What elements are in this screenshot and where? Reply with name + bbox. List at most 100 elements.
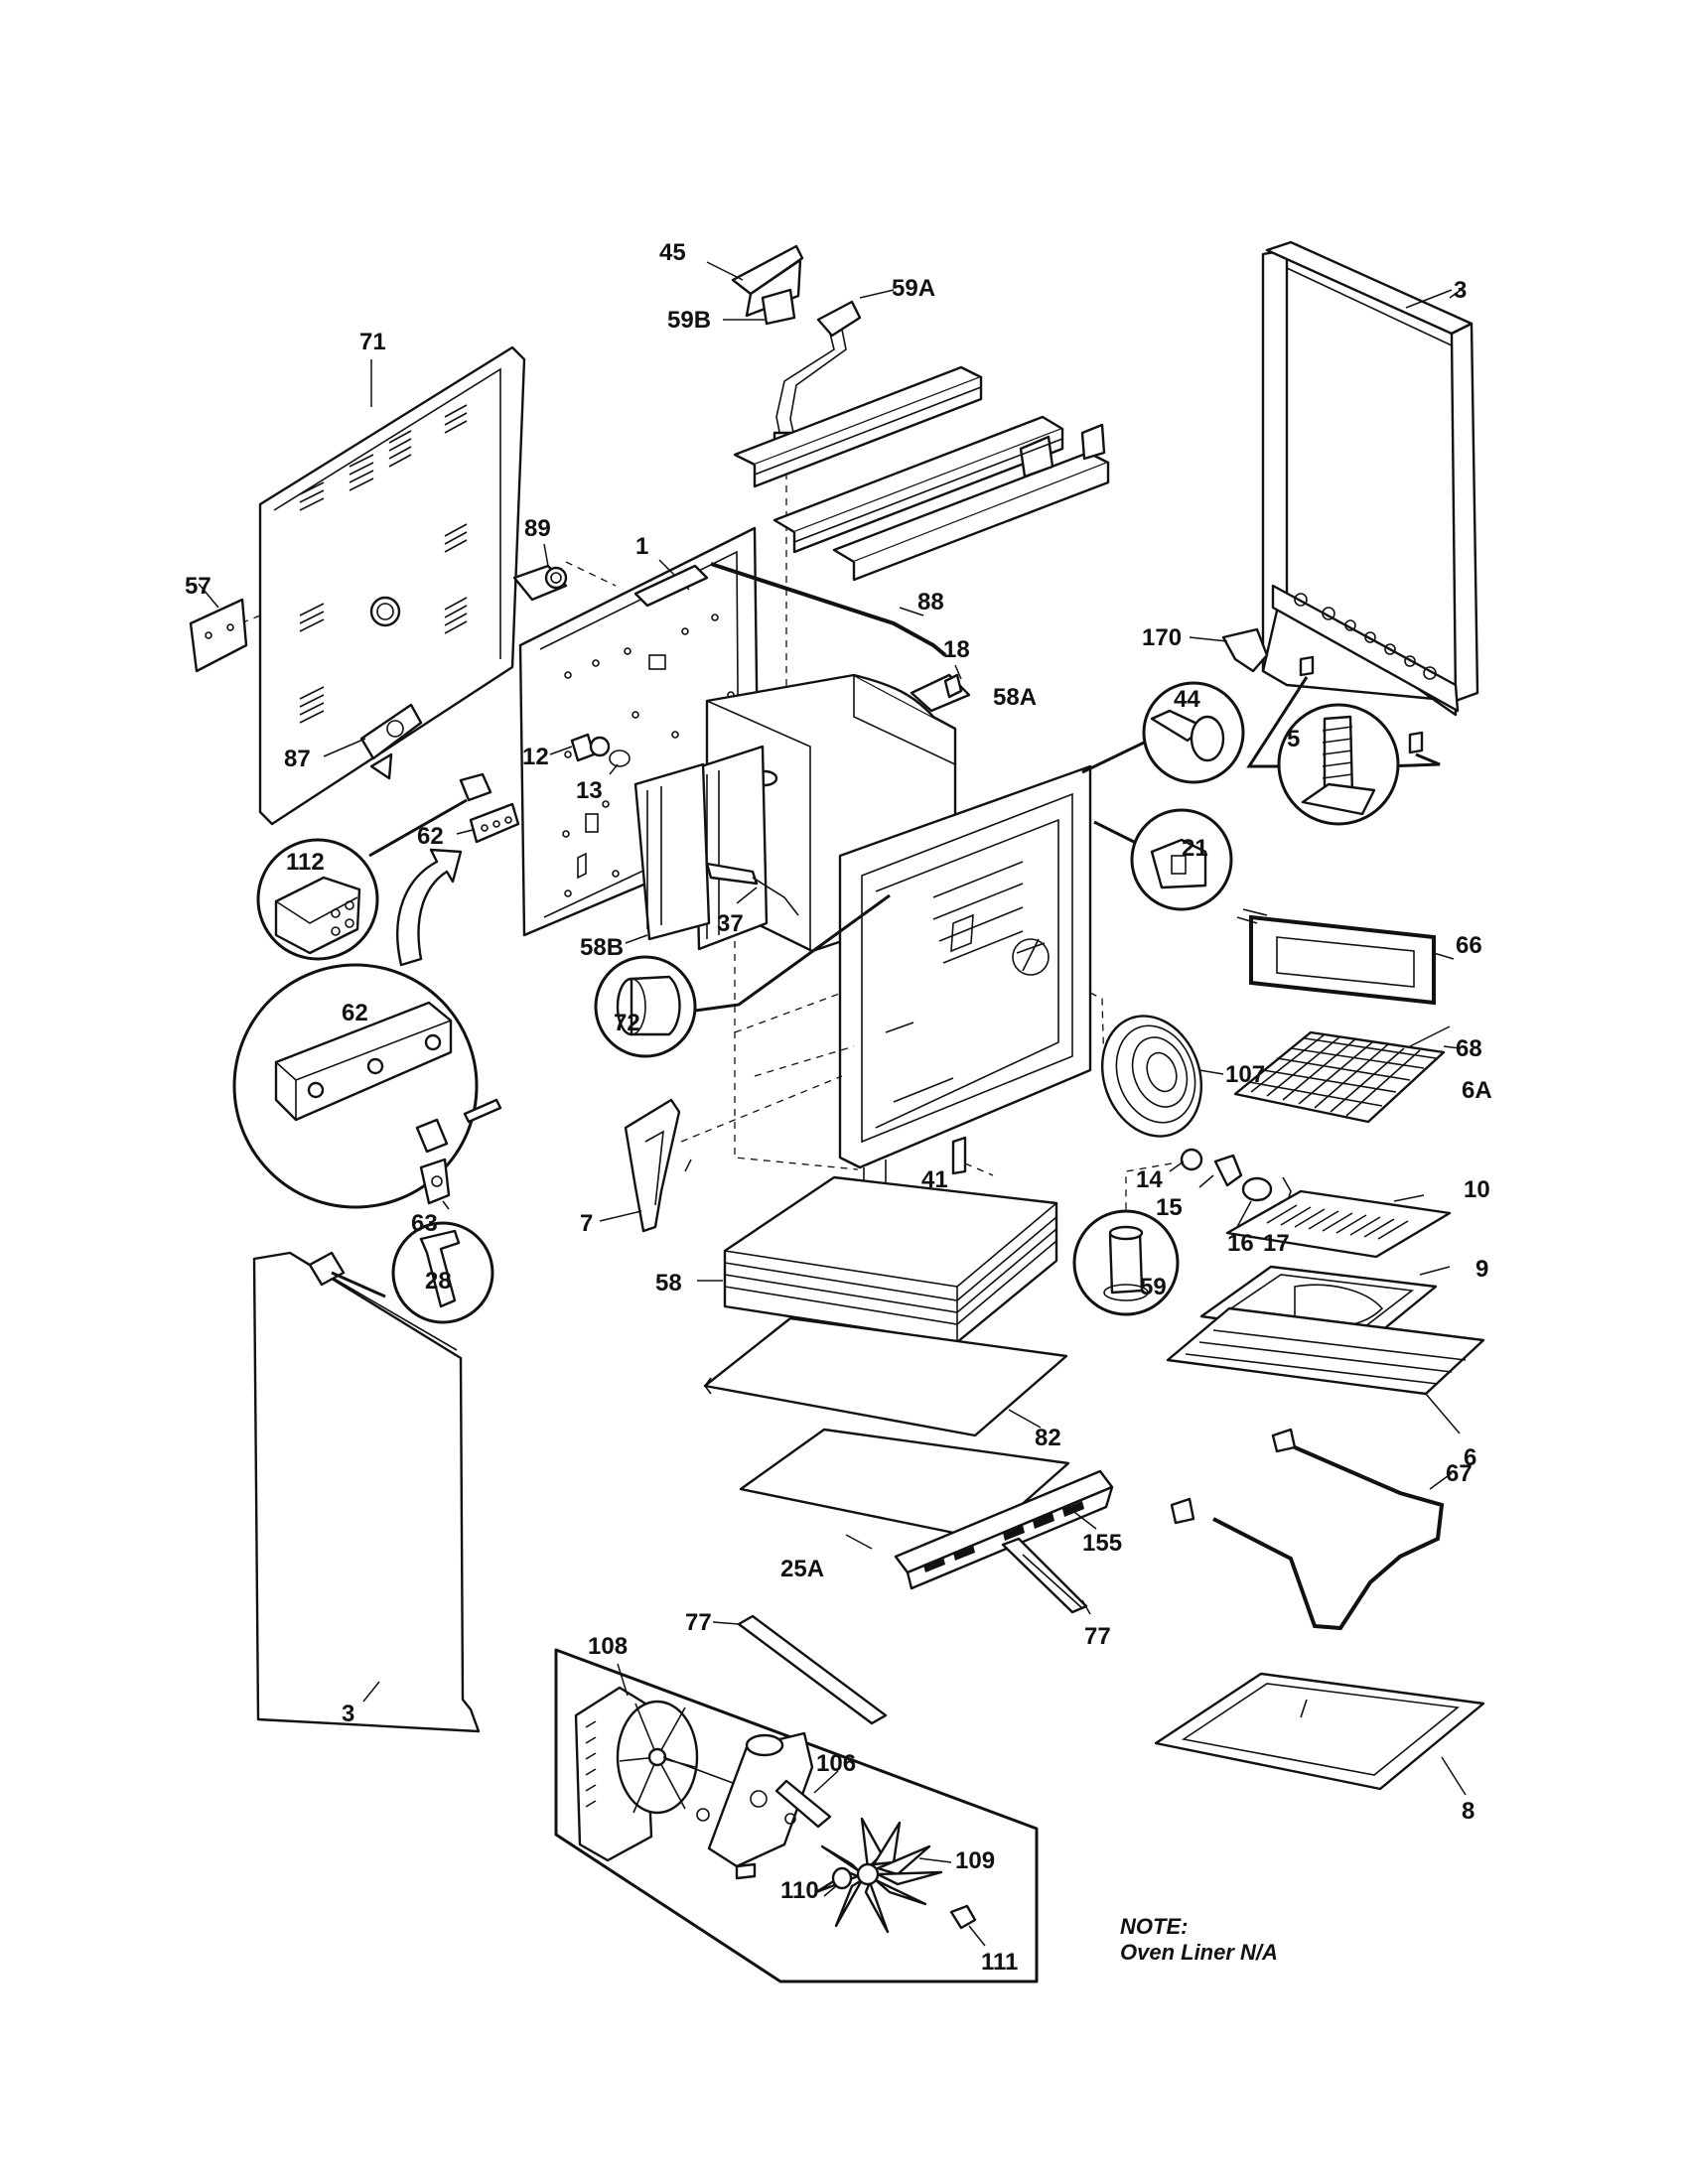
- label-106: 106: [816, 1750, 856, 1777]
- label-89: 89: [524, 515, 551, 542]
- label-59: 59: [1140, 1274, 1167, 1300]
- callout-5: [1277, 703, 1400, 826]
- label-16: 16: [1227, 1230, 1254, 1257]
- label-62b: 62: [342, 1000, 368, 1026]
- grill-slots: [1266, 1204, 1409, 1240]
- part-77-rails: [712, 1537, 1091, 1725]
- part-37-sensor: [705, 862, 799, 916]
- callout-62: [232, 963, 502, 1210]
- label-110: 110: [780, 1877, 819, 1904]
- part-45-bracket: [706, 244, 804, 318]
- callout-28: [391, 1221, 494, 1324]
- part-6-oven-rack: [1166, 1306, 1485, 1434]
- label-170: 170: [1142, 624, 1182, 651]
- label-82: 82: [1035, 1425, 1061, 1451]
- label-7: 7: [580, 1210, 593, 1237]
- label-18: 18: [943, 636, 970, 663]
- label-71: 71: [359, 329, 386, 355]
- part-112-relay: [368, 772, 492, 858]
- part-170-bracket: [1189, 627, 1441, 768]
- label-10: 10: [1464, 1176, 1490, 1203]
- label-6: 6: [1464, 1444, 1476, 1471]
- part-89-switch: [512, 543, 617, 602]
- label-14: 14: [1136, 1166, 1163, 1193]
- part-71-back-panel: [190, 345, 526, 826]
- part-3-side-panel-left: [252, 1251, 481, 1733]
- label-63: 63: [411, 1210, 438, 1237]
- label-68: 68: [1456, 1035, 1482, 1062]
- label-13: 13: [576, 777, 603, 804]
- callout-21: [1093, 808, 1233, 911]
- part-155-front-vent: [894, 1469, 1114, 1590]
- part-108-motor: [574, 1663, 734, 1862]
- part-82-oven-bottom: [703, 1316, 1068, 1437]
- label-12: 12: [522, 744, 549, 770]
- label-88: 88: [917, 589, 944, 615]
- vent-slots: [299, 404, 468, 724]
- part-10-grill-insert: [1225, 1189, 1452, 1259]
- part-88-wire: [710, 562, 947, 657]
- label-21: 21: [1182, 835, 1208, 862]
- part-110-washer: [823, 1866, 853, 1897]
- label-155: 155: [1082, 1530, 1122, 1557]
- part-labels: 45 59A 59B 3 71 89 1 88 57 170 18 44 58A…: [185, 239, 1492, 1976]
- label-67: 67: [1446, 1460, 1473, 1487]
- curved-arrow: [396, 848, 463, 967]
- vent-slots: [923, 1501, 1084, 1572]
- callout-44: [1081, 681, 1245, 784]
- front-frame: [734, 764, 1105, 1192]
- label-107: 107: [1225, 1061, 1265, 1088]
- label-25A: 25A: [780, 1556, 824, 1582]
- part-8-drawer-pan: [1154, 1672, 1485, 1796]
- note-text: Oven Liner N/A: [1120, 1940, 1278, 1965]
- part-3-side-panel-right: [1261, 240, 1479, 717]
- part-107-fan-cover: [1100, 1015, 1224, 1138]
- part-18-clip: [910, 664, 971, 713]
- label-58: 58: [655, 1270, 682, 1297]
- label-3-bottom: 3: [342, 1701, 354, 1727]
- label-37: 37: [717, 910, 744, 937]
- note-block: NOTE: Oven Liner N/A: [1120, 1914, 1278, 1965]
- callout-112: [256, 838, 379, 961]
- part-6A-broil-rack: [1233, 1025, 1461, 1124]
- leader-lines: [684, 287, 1465, 1172]
- label-15: 15: [1156, 1194, 1183, 1221]
- label-58B: 58B: [580, 934, 624, 961]
- label-77b: 77: [1084, 1623, 1111, 1650]
- label-72: 72: [614, 1010, 640, 1036]
- part-66-bake-element: [1236, 908, 1455, 1006]
- label-112: 112: [286, 849, 325, 876]
- label-77a: 77: [685, 1609, 712, 1636]
- label-62a: 62: [417, 823, 444, 850]
- label-44: 44: [1174, 686, 1200, 713]
- label-1: 1: [635, 533, 648, 560]
- part-58-insulation: [697, 1175, 1058, 1344]
- label-59A: 59A: [892, 275, 935, 302]
- label-3-top: 3: [1454, 277, 1467, 304]
- label-8: 8: [1462, 1798, 1474, 1825]
- label-45: 45: [659, 239, 686, 266]
- label-87: 87: [284, 746, 311, 772]
- label-9: 9: [1475, 1256, 1488, 1283]
- label-41: 41: [921, 1166, 948, 1193]
- label-66: 66: [1456, 932, 1482, 959]
- part-58B-insulation: [625, 934, 648, 944]
- part-25A-drawer-tray: [739, 1428, 1070, 1550]
- label-108: 108: [588, 1633, 628, 1660]
- label-5: 5: [1287, 726, 1300, 752]
- label-28: 28: [425, 1268, 452, 1295]
- note-title: NOTE:: [1120, 1914, 1188, 1939]
- part-111-nut: [949, 1904, 986, 1947]
- part-67-bake-element: [1170, 1428, 1453, 1631]
- label-59B: 59B: [667, 307, 711, 334]
- label-58A: 58A: [993, 684, 1037, 711]
- callout-72: [594, 893, 891, 1058]
- label-109: 109: [955, 1847, 995, 1874]
- part-106-motor-bracket: [707, 1731, 839, 1880]
- top-frame-rails: [733, 365, 1110, 582]
- part-41-bracket: [951, 1136, 994, 1176]
- label-111: 111: [981, 1949, 1018, 1976]
- label-6A-visible: 6A: [1462, 1077, 1492, 1104]
- part-12-13-fittings: [549, 733, 631, 775]
